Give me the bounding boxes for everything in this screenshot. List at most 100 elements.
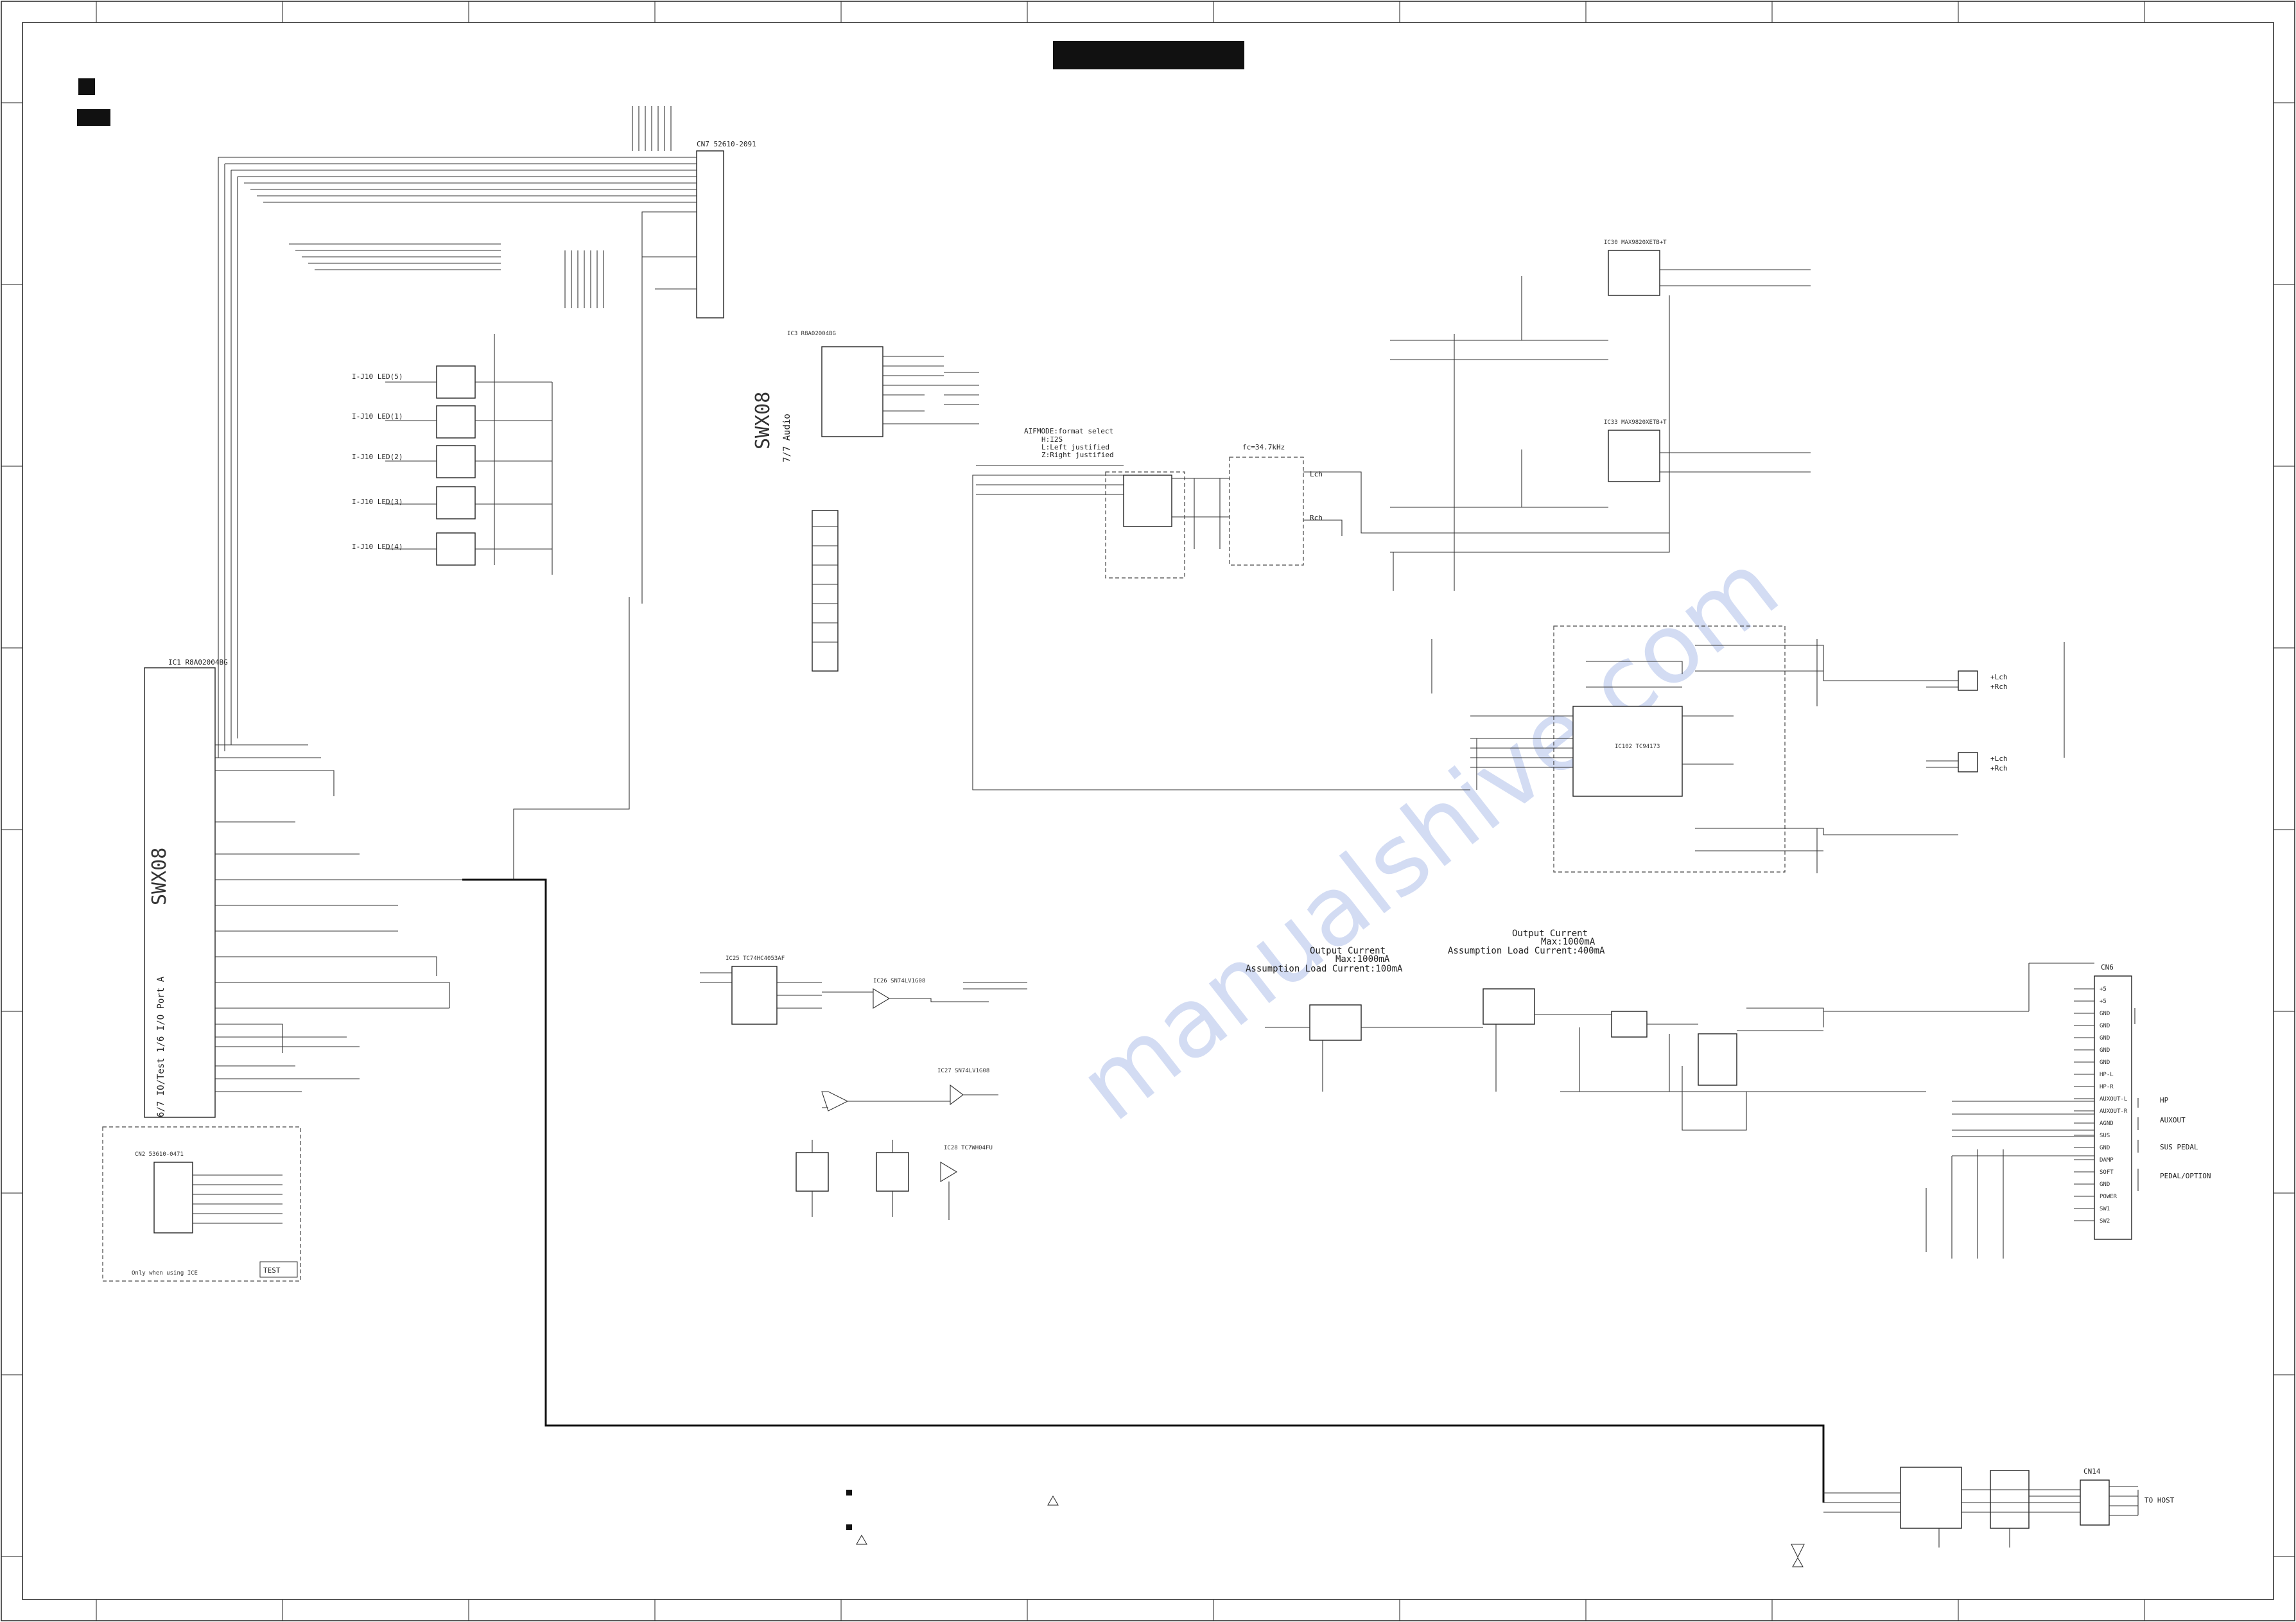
cn6-pin-label: SUS <box>2100 1133 2110 1139</box>
regulator-4 <box>1698 1033 1737 1086</box>
jack-cn11-l: +Lch <box>1990 754 2008 763</box>
cn6-pin-label: HP-R <box>2100 1084 2114 1090</box>
cn6-pin-label: GND <box>2100 1035 2110 1042</box>
led-2 <box>436 445 476 478</box>
led-label-1: I-J10 LED(1) <box>352 412 403 421</box>
cn6-pin-label: AGND <box>2100 1121 2114 1127</box>
ic26-label: IC26 SN74LV1G08 <box>873 978 925 984</box>
ic-chip-a <box>796 1152 829 1192</box>
assumption-left: Assumption Load Current:100mA <box>1246 964 1403 974</box>
cn6-pin-label: SW2 <box>2100 1218 2110 1225</box>
cn6-label: CN6 <box>2101 963 2114 972</box>
cn6-pin-label: GND <box>2100 1145 2110 1151</box>
output-current-left: Output Current <box>1310 946 1386 956</box>
aifmode-note: AIFMODE:format select <box>1024 427 1113 435</box>
ic25-label: IC25 TC74HC4053AF <box>726 955 785 962</box>
logic-block: IC25 TC74HC4053AF IC26 SN74LV1G08 IC27 S… <box>700 955 1027 1220</box>
ic27-label: IC27 SN74LV1G08 <box>937 1068 989 1074</box>
led-label-2: I-J10 LED(2) <box>352 453 403 461</box>
title-marker-block <box>77 109 110 126</box>
usb-block: CN14 TO HOST <box>1791 1467 2175 1558</box>
filter-lch: Lch <box>1310 470 1323 478</box>
cn7-connector-block: CN7 52610-2091 <box>218 106 756 758</box>
cn7-body <box>696 150 724 318</box>
revision-triangle-icon <box>1792 1557 1804 1567</box>
cn6-pin-label: GND <box>2100 1047 2110 1054</box>
led-3 <box>436 486 476 519</box>
cn7-label: CN7 52610-2091 <box>697 140 756 148</box>
usb-filter <box>1900 1467 1962 1529</box>
ic30-label: IC30 MAX9820XETB+T <box>1604 240 1667 246</box>
ic33-body <box>1608 430 1660 482</box>
ic-chip-b <box>876 1152 909 1192</box>
usb-to-host: TO HOST <box>2144 1496 2175 1504</box>
title-marker-square <box>78 78 95 95</box>
io-caption: 6/7 IO/Test 1/6 I/O Port A <box>156 976 166 1117</box>
note-square-2 <box>846 1524 852 1530</box>
audio-dac-block: IC3 R8A02004BG SWX08 7/7 Audio AIFMODE:f… <box>752 331 1470 790</box>
caution-icon <box>856 1534 867 1545</box>
cn6-pin-label: +5 <box>2100 998 2107 1005</box>
jack-cn11 <box>1958 752 1978 772</box>
filter-rch: Rch <box>1310 514 1323 522</box>
max-left: Max:1000mA <box>1335 954 1390 964</box>
jack-cn10-l: +Lch <box>1990 673 2008 681</box>
cn6-group-hp: HP <box>2160 1096 2169 1104</box>
test-block: CN2 53610-0471 Only when using ICE TEST <box>102 1126 301 1282</box>
cn6-pin-label: SOFT <box>2100 1169 2114 1176</box>
cn6-pin-label: GND <box>2100 1023 2110 1029</box>
ic25-body <box>731 966 778 1025</box>
led-label-3: I-J10 LED(3) <box>352 498 403 506</box>
note-square-1 <box>846 1490 852 1496</box>
audio-caption: 7/7 Audio <box>782 414 792 462</box>
cn6-pin-label: GND <box>2100 1182 2110 1188</box>
watermark-text: manualshive.com <box>1059 530 1799 1142</box>
led-label-4: I-J10 LED(4) <box>352 543 403 551</box>
ic102-body <box>1572 706 1683 797</box>
regulator-1 <box>1309 1004 1362 1041</box>
usb-esd <box>1990 1470 2030 1529</box>
aifmode-l: L:Left justified <box>1041 443 1109 451</box>
test-label: TEST <box>263 1266 281 1275</box>
ic1-label: IC1 R8A02004BG <box>168 658 228 667</box>
regulator-3 <box>1611 1011 1648 1038</box>
title-bar <box>1053 41 1244 69</box>
test-note: Only when using ICE <box>132 1270 198 1277</box>
aifmode-h: H:I2S <box>1041 435 1063 444</box>
cn6-pin-label: GND <box>2100 1011 2110 1017</box>
capacitor-column <box>812 510 839 672</box>
ic102-block: IC102 TC94173 +Lch +Rch +Lch +Rch <box>1431 625 2065 873</box>
cn6-pin-label: +5 <box>2100 986 2107 993</box>
bus-line <box>462 878 1825 1503</box>
cn6-group-sus: SUS PEDAL <box>2160 1143 2198 1151</box>
cn6-pin-label: AUXOUT-R <box>2100 1108 2128 1115</box>
led-1 <box>436 405 476 439</box>
usb-connector <box>2080 1479 2110 1526</box>
cn6-pin-label: AUXOUT-L <box>2100 1096 2127 1103</box>
test-badge <box>259 1261 298 1278</box>
ic33-label: IC33 MAX9820XETB+T <box>1604 419 1667 426</box>
cn6-group-auxout: AUXOUT <box>2160 1116 2186 1124</box>
dac-chip <box>1123 475 1172 527</box>
ic30-body <box>1608 250 1660 296</box>
aifmode-z: Z:Right justified <box>1041 451 1114 459</box>
cn6-pin-label: POWER <box>2100 1194 2118 1200</box>
cn6-body <box>2094 975 2132 1240</box>
ic3-body <box>821 346 883 437</box>
cn6-pin-label: HP-L <box>2100 1072 2114 1078</box>
ic1-body <box>144 667 216 1118</box>
cn6-pin-label: GND <box>2100 1060 2110 1066</box>
ic28-label: IC28 TC7WH04FU <box>944 1145 993 1151</box>
cn6-pin-label: SW1 <box>2100 1206 2110 1212</box>
swx08-audio-label: SWX08 <box>752 392 774 449</box>
led-4 <box>436 532 476 566</box>
power-block: Output Current Max:1000mA Assumption Loa… <box>1246 929 2029 1131</box>
assumption-right: Assumption Load Current:400mA <box>1448 946 1605 956</box>
filter-fc: fc=34.7kHz <box>1242 443 1285 451</box>
jack-cn10 <box>1958 670 1978 691</box>
jack-cn10-r: +Rch <box>1990 683 2008 691</box>
caution-icon <box>1047 1495 1059 1506</box>
jack-cn11-r: +Rch <box>1990 764 2008 772</box>
